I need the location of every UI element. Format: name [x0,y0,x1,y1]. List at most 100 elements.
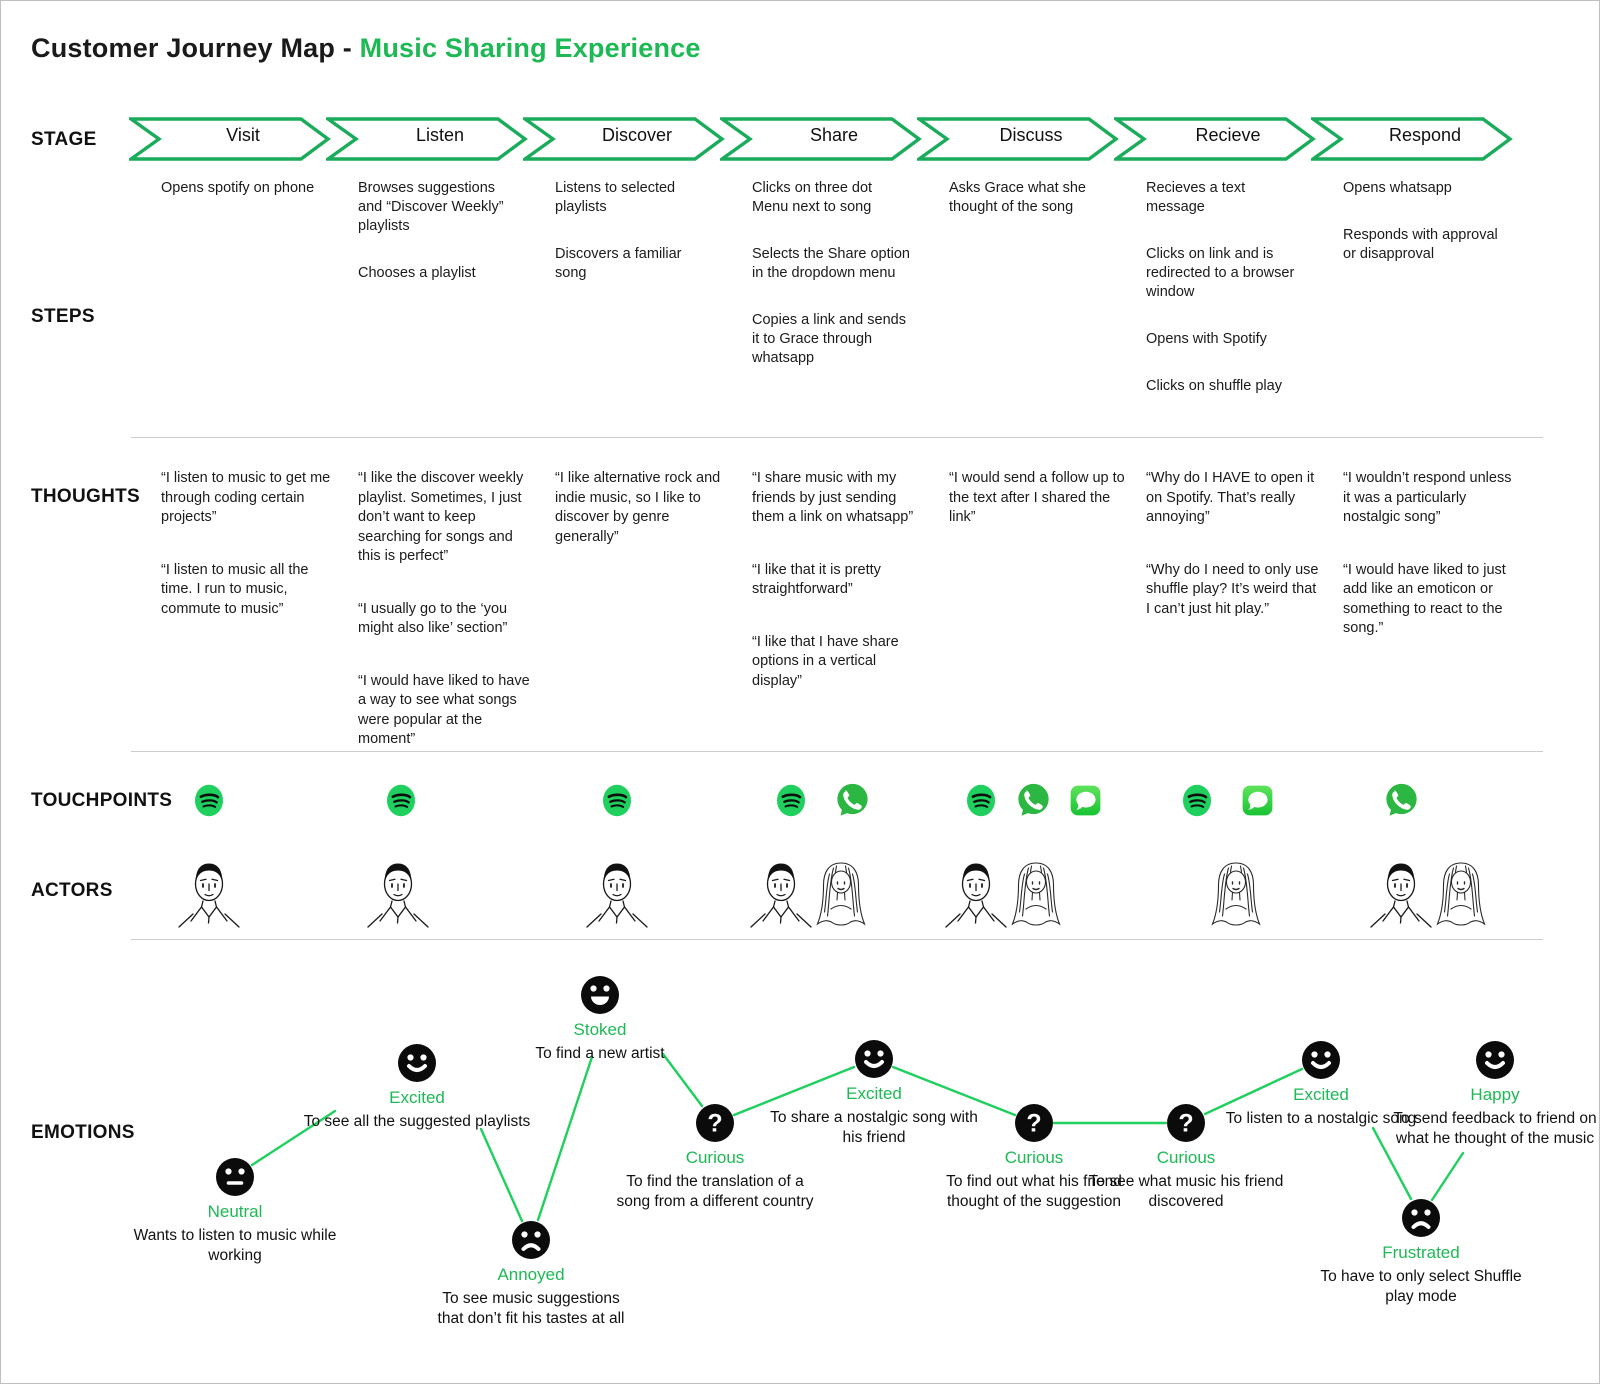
divider-touchpoints [131,751,1543,752]
step: Chooses a playlist [358,265,476,281]
emotion-label: Excited [1293,1085,1349,1104]
frown-face-icon [1401,1198,1441,1238]
spotify-icon [774,782,808,819]
thought-quote: “I like that I have share options in a v… [752,633,899,689]
emotion-desc: To find the translation of a song from a… [616,1173,814,1210]
smile-face-icon [1301,1040,1341,1080]
steps-recieve: Recieves a text message Clicks on link a… [1146,179,1304,424]
thoughts-listen: “I like the discover weekly playlist. So… [358,469,534,783]
whatsapp-icon [1012,779,1055,822]
actor-man-icon [749,857,813,935]
emotion-label: Excited [389,1088,445,1107]
step: Asks Grace what she thought of the song [949,180,1086,215]
actor-man-icon [177,857,241,935]
thought-quote: “I share music with my friends by just s… [752,470,914,525]
thought-quote: “I would have liked to just add like an … [1343,561,1506,637]
emotion-label: Frustrated [1382,1243,1460,1262]
thoughts-discover: “I like alternative rock and indie music… [555,469,731,580]
whatsapp-icon [831,779,874,822]
spotify-icon [1180,782,1214,819]
emotion-label: Excited [846,1084,902,1103]
thought-quote: “I wouldn’t respond unless it was a part… [1343,470,1512,525]
emotion-curious-recieve: Curious To see what music his friend dis… [1076,1103,1296,1211]
emotion-desc: To find out what his friend thought of t… [946,1173,1122,1210]
step: Selects the Share option in the dropdown… [752,246,910,281]
stage-label-discuss: Discuss [999,125,1063,145]
actor-woman-icon [1429,857,1493,935]
actor-man-icon [366,857,430,935]
page-title: Customer Journey Map - Music Sharing Exp… [31,33,701,64]
emotion-stoked: Stoked To find a new artist [500,975,700,1064]
thought-quote: “I listen to music to get me through cod… [161,470,331,525]
question-face-icon [1014,1103,1054,1143]
actor-woman-icon [809,857,873,935]
emotion-excited-listen: Excited To see all the suggested playlis… [302,1043,532,1132]
emotion-label: Curious [1004,1148,1064,1167]
bigsmile-face-icon [580,975,620,1015]
smile-face-icon [854,1039,894,1079]
step: Recieves a text message [1146,180,1246,215]
row-label-steps: STEPS [31,306,95,327]
step: Clicks on three dot Menu next to song [752,180,873,215]
emotion-desc: To share a nostalgic song with his frien… [770,1109,978,1146]
emotion-label: Stoked [573,1020,627,1039]
emotion-desc: To have to only select Shuffle play mode [1320,1268,1522,1305]
emotion-curious-share: Curious To find the translation of a son… [610,1103,820,1211]
steps-respond: Opens whatsapp Responds with approval or… [1343,179,1501,292]
question-face-icon [695,1103,735,1143]
thought-quote: “I usually go to the ‘you might also lik… [358,600,508,637]
thought-quote: “I listen to music all the time. I run t… [161,561,309,617]
spotify-icon [600,782,634,819]
question-face-icon [1166,1103,1206,1143]
emotion-excited-share: Excited To share a nostalgic song with h… [764,1039,984,1147]
stage-label-listen: Listen [415,125,465,145]
step: Listens to selected playlists [555,180,676,215]
steps-visit: Opens spotify on phone [161,179,319,226]
emotion-desc: To see all the suggested playlists [303,1113,531,1130]
thoughts-respond: “I wouldn’t respond unless it was a part… [1343,469,1519,672]
row-label-emotions: EMOTIONS [31,1122,135,1143]
emotion-label: Curious [1156,1148,1216,1167]
actor-woman-icon [1004,857,1068,935]
emotion-label: Annoyed [497,1265,565,1284]
thoughts-recieve: “Why do I HAVE to open it on Spotify. Th… [1146,469,1322,652]
thought-quote: “I like the discover weekly playlist. So… [358,470,524,564]
thoughts-visit: “I listen to music to get me through cod… [161,469,337,652]
actor-man-icon [944,857,1008,935]
thoughts-discuss: “I would send a follow up to the text af… [949,469,1125,561]
stage-label-visit: Visit [226,125,260,145]
emotion-annoyed: Annoyed To see music suggestions that do… [431,1220,631,1328]
thoughts-share: “I share music with my friends by just s… [752,469,928,724]
divider-thoughts [131,437,1543,438]
steps-share: Clicks on three dot Menu next to song Se… [752,179,910,396]
page-title-highlight: Music Sharing Experience [359,33,701,63]
stage-label-share: Share [809,125,859,145]
emotion-curious-discuss: Curious To find out what his friend thou… [924,1103,1144,1211]
imessage-icon [1240,783,1275,818]
emotion-desc: Wants to listen to music while working [133,1227,337,1264]
stage-label-discover: Discover [601,125,672,145]
step: Clicks on shuffle play [1146,378,1282,394]
spotify-icon [192,782,226,819]
step: Browses suggestions and “Discover Weekly… [358,180,504,234]
row-label-stage: STAGE [31,129,97,150]
thought-quote: “Why do I HAVE to open it on Spotify. Th… [1146,470,1315,525]
emotion-happy: Happy To send feedback to friend on what… [1380,1040,1599,1148]
step: Discovers a familiar song [555,246,682,281]
divider-actors [131,939,1543,940]
thought-quote: “I like that it is pretty straightforwar… [752,561,881,598]
steps-listen: Browses suggestions and “Discover Weekly… [358,179,516,311]
emotion-desc: To see what music his friend discovered [1088,1173,1284,1210]
spotify-icon [964,782,998,819]
row-label-touchpoints: TOUCHPOINTS [31,790,173,811]
step: Opens spotify on phone [161,180,315,196]
page-title-prefix: Customer Journey Map - [31,33,360,63]
emotion-neutral: Neutral Wants to listen to music while w… [120,1157,350,1265]
step: Clicks on link and is redirected to a br… [1146,246,1295,300]
emotion-excited-recieve: Excited To listen to a nostalgic song [1206,1040,1436,1129]
row-label-thoughts: THOUGHTS [31,486,141,507]
actor-woman-icon [1204,857,1268,935]
frown-face-icon [511,1220,551,1260]
thought-quote: “I would have liked to have a way to see… [358,672,530,748]
